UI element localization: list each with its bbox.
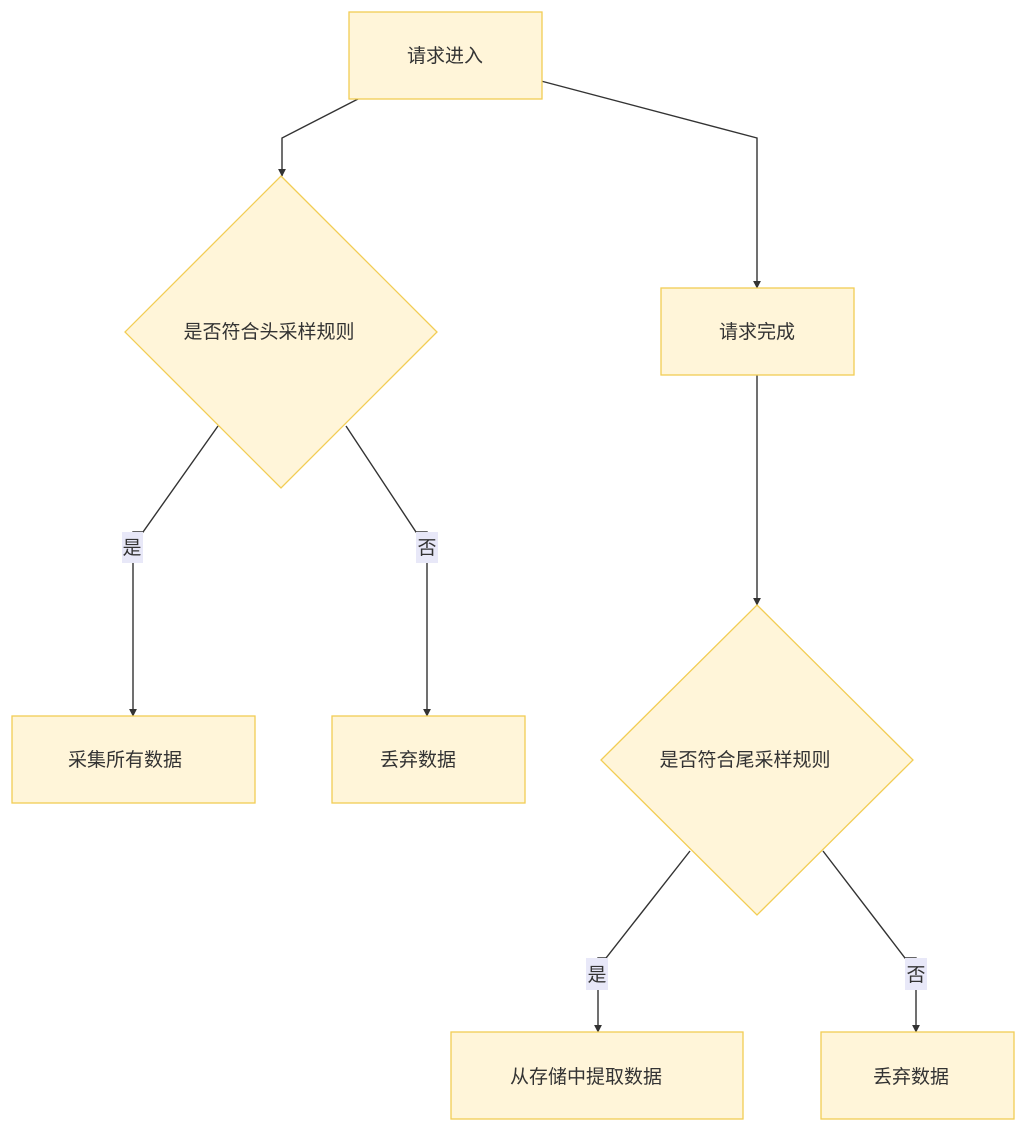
edge-label-text: 否 xyxy=(906,964,925,986)
edge-head-no xyxy=(345,425,431,717)
edge-request-in-to-request-done xyxy=(540,80,761,289)
edge-label-tail-no: 否 xyxy=(905,958,927,990)
node-label: 采集所有数据 xyxy=(68,749,182,771)
edge-label-text: 是 xyxy=(122,537,141,559)
edge-label-head-yes: 是 xyxy=(122,532,143,563)
node-head-decision: 是否符合头采样规则 xyxy=(124,175,438,489)
edge-label-tail-yes: 是 xyxy=(586,958,608,990)
node-request-done: 请求完成 xyxy=(660,287,855,376)
node-discard-head: 丢弃数据 xyxy=(331,715,526,804)
node-label: 丢弃数据 xyxy=(873,1066,949,1088)
node-label: 是否符合尾采样规则 xyxy=(659,749,830,771)
edge-head-yes xyxy=(129,425,219,717)
edge-tail-yes xyxy=(594,850,691,1033)
edge-label-head-no: 否 xyxy=(416,532,438,563)
node-request-in: 请求进入 xyxy=(348,11,543,100)
edge-request-in-to-head-decision xyxy=(278,98,359,177)
node-label: 是否符合头采样规则 xyxy=(183,321,354,343)
node-discard-tail: 丢弃数据 xyxy=(820,1031,1015,1120)
node-tail-decision: 是否符合尾采样规则 xyxy=(600,604,914,916)
node-collect-all: 采集所有数据 xyxy=(11,715,256,804)
edge-tail-no xyxy=(822,850,920,1033)
node-extract-storage: 从存储中提取数据 xyxy=(450,1031,744,1120)
edge-label-text: 是 xyxy=(587,964,606,986)
node-label: 请求进入 xyxy=(407,45,483,67)
node-label: 从存储中提取数据 xyxy=(510,1066,662,1088)
node-label: 丢弃数据 xyxy=(380,749,456,771)
node-label: 请求完成 xyxy=(719,321,795,343)
edge-label-text: 否 xyxy=(417,537,436,559)
